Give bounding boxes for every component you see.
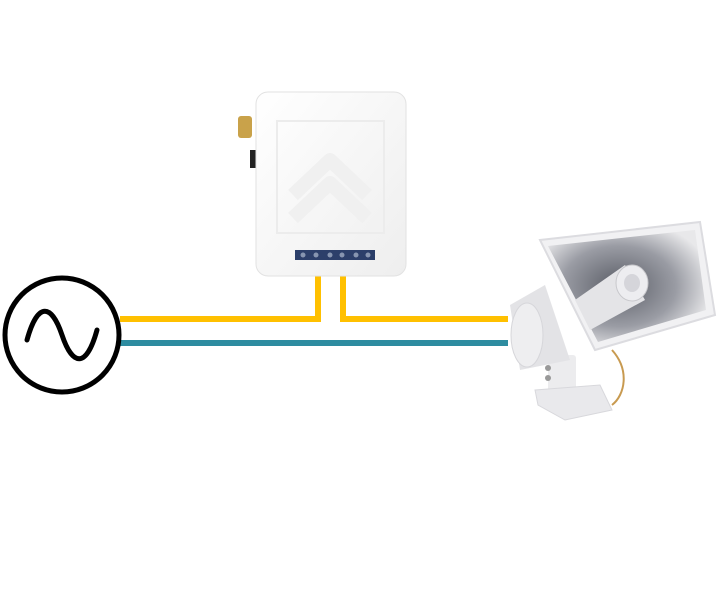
live-wire-to-speaker — [340, 275, 508, 322]
live-wire-to-controller — [120, 275, 321, 322]
ac-source-icon — [2, 275, 122, 395]
relay-controller-icon — [238, 91, 407, 277]
horn-speaker-icon — [510, 220, 717, 421]
